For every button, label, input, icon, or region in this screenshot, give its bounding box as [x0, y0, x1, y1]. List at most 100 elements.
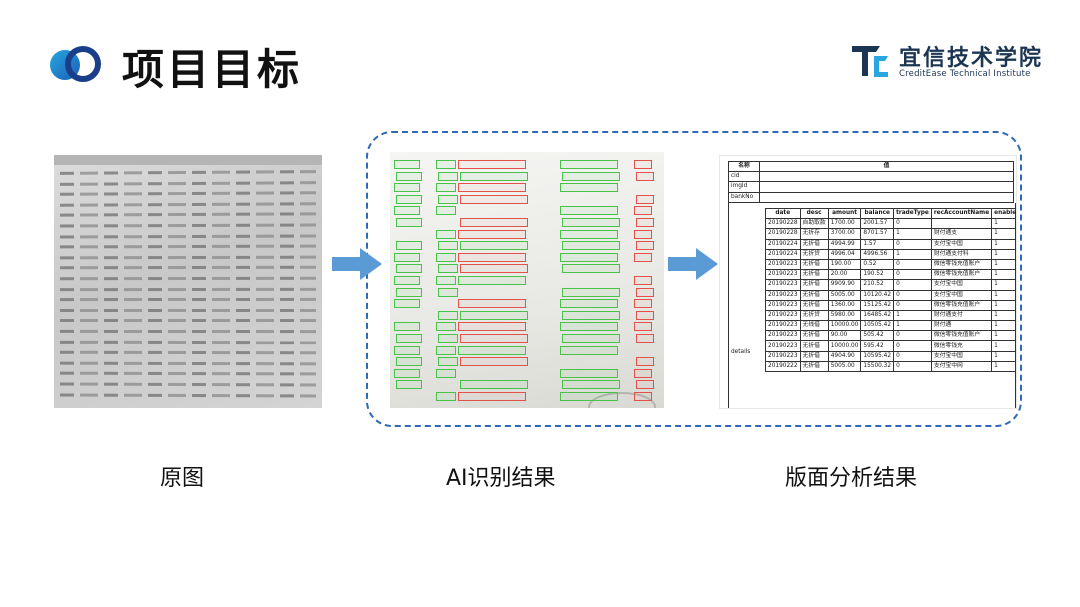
table-cell: 1 [991, 360, 1016, 373]
ocr-detection-box [436, 160, 456, 169]
table-cell: 3700.00 [827, 228, 862, 240]
creditease-logo-icon [852, 46, 888, 77]
table-cell: 1 [893, 248, 932, 260]
table-cell: 1 [991, 289, 1016, 301]
ocr-detection-box [634, 299, 652, 309]
photo-text-row [60, 212, 316, 218]
table-cell: 1 [991, 340, 1016, 352]
table-cell: 20190228 [765, 228, 801, 240]
table-cell: 无折贷 [799, 309, 829, 322]
photo-text-row [60, 244, 316, 249]
table-cell: 20190223 [765, 320, 801, 332]
photo-text-row [60, 255, 316, 260]
table-cell: 90.00 [827, 330, 862, 342]
table-cell: 20190223 [765, 279, 801, 291]
ocr-detection-box [636, 357, 654, 367]
ocr-detection-box [436, 368, 456, 378]
ocr-detection-box [458, 276, 526, 285]
ocr-detection-box [460, 380, 528, 390]
table-cell: 5005.00 [827, 360, 862, 373]
table-cell: 1 [991, 218, 1016, 230]
ocr-detection-box [438, 171, 458, 181]
caption-original: 原图 [160, 466, 205, 491]
ocr-detection-box [396, 264, 422, 274]
ocr-detection-box [460, 357, 528, 367]
creditease-logo: 宜信技术学院 CreditEase Technical Institute [850, 40, 1050, 84]
table-cell: 2001.57 [860, 218, 895, 230]
table-cell: 4904.90 [827, 350, 862, 362]
column-header: date [765, 207, 801, 220]
ocr-detection-box [460, 241, 528, 251]
ocr-detection-box [436, 276, 456, 285]
table-cell: 微信零钱充 [930, 340, 993, 352]
table-cell: 595.42 [860, 340, 895, 352]
table-cell: 4996.56 [860, 248, 895, 260]
table-cell: 5005.00 [827, 289, 862, 301]
ocr-detection-box [394, 345, 420, 355]
table-cell: 15500.32 [860, 360, 895, 373]
table-cell: 1 [893, 309, 932, 322]
table-cell: 1 [893, 228, 932, 240]
table-cell: 支付宝中国 [930, 238, 993, 250]
table-cell: 1 [991, 330, 1016, 342]
photo-text-row [60, 170, 316, 175]
table-cell: 8701.57 [860, 228, 895, 240]
table-cell: 15125.42 [860, 299, 895, 311]
ocr-detection-box [458, 299, 526, 309]
table-cell: 0 [893, 340, 932, 352]
ocr-detection-box [436, 206, 456, 216]
column-header: recAccountName [930, 207, 993, 220]
ocr-detection-box [394, 160, 420, 169]
ocr-detection-box [562, 310, 620, 320]
table-cell: 0 [893, 269, 932, 281]
table-cell: 20190228 [765, 218, 801, 230]
ocr-detection-box [394, 252, 420, 262]
table-cell: 财付通支付科 [930, 248, 993, 260]
ocr-detection-box [460, 194, 528, 204]
table-cell: 1360.00 [827, 299, 862, 311]
table-cell: 自助取款 [799, 218, 829, 230]
ocr-detection-box [394, 183, 420, 193]
ocr-detection-box [458, 345, 526, 355]
ocr-detection-box [634, 392, 652, 401]
table-cell: 1 [991, 238, 1016, 250]
table-cell: 1 [991, 258, 1016, 271]
table-cell: 0 [893, 238, 932, 250]
photo-text-row [60, 361, 316, 366]
ocr-detection-box [438, 357, 458, 367]
ocr-detection-box [396, 194, 422, 204]
table-cell: 无折借 [799, 350, 829, 362]
ocr-detection-box [562, 241, 620, 251]
table-cell: 10505.42 [860, 320, 895, 332]
ai-recognition-image [390, 152, 664, 408]
table-cell: 无折借 [799, 238, 829, 250]
photo-text-row [60, 308, 316, 312]
table-cell: 无折借 [799, 340, 829, 352]
ocr-detection-box [460, 171, 528, 181]
photo-text-row [60, 191, 316, 196]
ocr-detection-box [436, 183, 456, 193]
table-cell: 20190223 [765, 269, 801, 281]
table-cell: 无折借 [799, 360, 829, 373]
ocr-detection-box [458, 183, 526, 193]
photo-text-row [60, 382, 316, 387]
table-cell: 微信零钱充值账户 [930, 258, 993, 271]
ocr-detection-box [636, 241, 654, 251]
logo-name-en: CreditEase Technical Institute [899, 69, 1031, 79]
ocr-detection-box [438, 287, 458, 297]
ocr-detection-box [436, 322, 456, 332]
ocr-detection-box [636, 310, 654, 320]
ocr-detection-box [394, 206, 420, 216]
ocr-detection-box [634, 229, 652, 239]
caption-ai-recognition: AI识别结果 [446, 466, 556, 491]
ocr-detection-box [394, 299, 420, 309]
column-header: enable [991, 207, 1016, 220]
